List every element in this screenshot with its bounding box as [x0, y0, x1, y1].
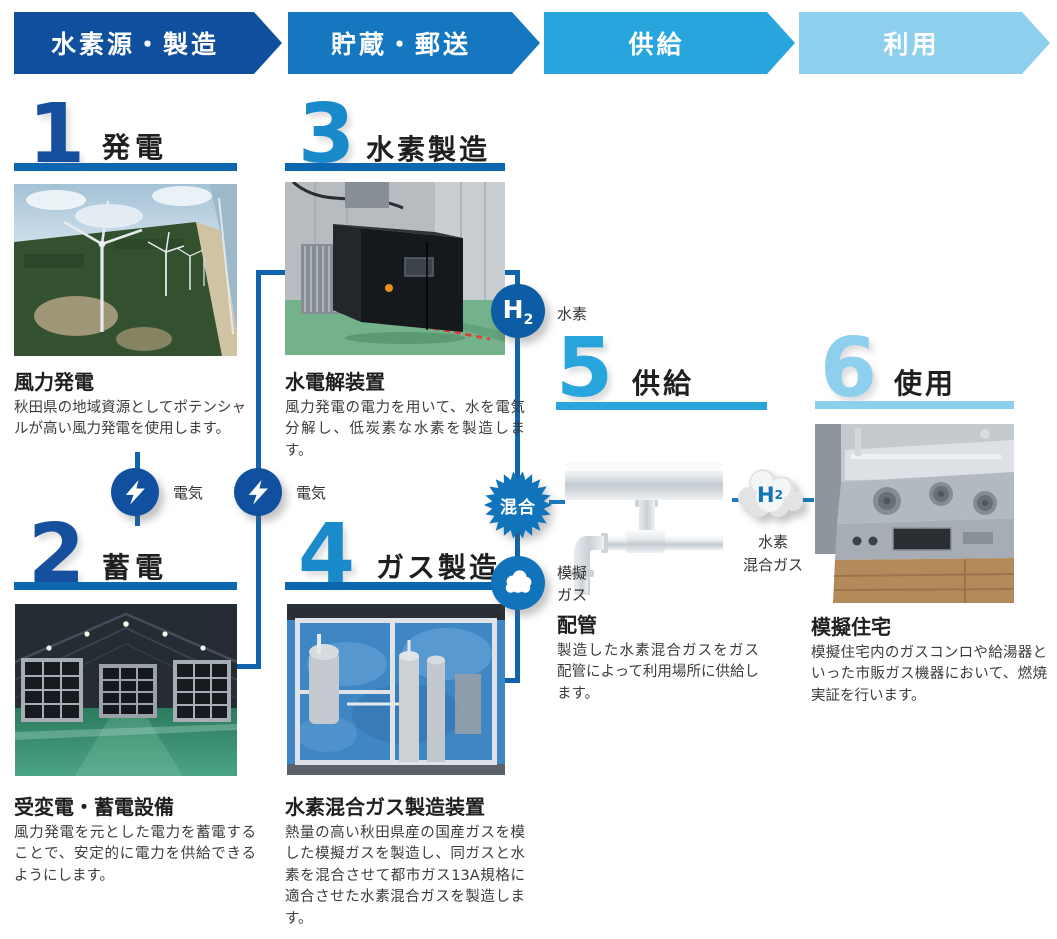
step3-title: 水素製造 [366, 133, 491, 166]
stage-arrow-supply: 供給 [544, 12, 795, 74]
step1-number: 1 [28, 87, 85, 182]
battery-storage-photo [15, 604, 237, 776]
step1-underline [14, 163, 237, 171]
step3-description: 風力発電の電力を用いて、水を電気分解し、低炭素な水素を製造します。 [285, 400, 525, 459]
step6-subtitle: 模擬住宅 [811, 615, 891, 639]
step2-subtitle: 受変電・蓄電設備 [14, 795, 174, 819]
hydrogen-symbol: H2 [502, 294, 534, 328]
step5-description: 製造した水素混合ガスをガス配管によって利用場所に供給します。 [557, 643, 759, 702]
lightning-bolt-icon [248, 479, 268, 505]
cloud-icon [738, 469, 803, 517]
lightning-bolt-icon [125, 479, 145, 505]
connector-step4-in [505, 678, 518, 683]
mixing-label: 混合 [500, 497, 536, 518]
stage-label: 供給 [628, 30, 685, 59]
electricity-badge-1 [111, 468, 159, 516]
step6-title: 使用 [894, 367, 957, 400]
step4-number: 4 [298, 507, 355, 602]
stage-label: 貯蔵・郵送 [330, 30, 471, 59]
step4-description: 熱量の高い秋田県産の国産ガスを模した模擬ガスを製造し、同ガスと水素を混合させて都… [285, 825, 525, 927]
step6-description: 模擬住宅内のガスコンロや給湯器といった市販ガス機器において、燃焼実証を行います。 [811, 645, 1047, 704]
gas-pipe-illustration [560, 452, 730, 597]
step4-subtitle: 水素混合ガス製造装置 [285, 795, 485, 819]
hydrogen-label: 水素 [557, 305, 588, 323]
connector-step3-elbow-top [258, 270, 285, 275]
step3-subtitle: 水電解装置 [285, 370, 385, 394]
connector-cloud-to-house [800, 498, 814, 502]
connector-step2-elbow-bottom [237, 664, 261, 669]
mixed-gas-label: 水素 混合ガス [742, 533, 803, 575]
connector-hydrogen-mixing [515, 270, 520, 683]
step1-title: 発電 [102, 131, 169, 164]
step2-underline [14, 582, 237, 590]
stage-label: 水素源・製造 [50, 30, 219, 59]
step1-description: 秋田県の地域資源としてポテンシャルが高い風力発電を使用します。 [14, 400, 246, 438]
mock-gas-badge [491, 556, 545, 610]
step6-underline [815, 401, 1014, 409]
step2-description: 風力発電を元とした電力を蓄電することで、安定的に電力を供給できるようにします。 [14, 825, 256, 884]
starburst-icon [483, 471, 553, 539]
electricity-label-1: 電気 [173, 484, 204, 502]
stage-arrow-hydrogen-source: 水素源・製造 [14, 12, 282, 74]
step5-title: 供給 [632, 367, 695, 400]
mock-gas-label: 模擬 ガス [557, 564, 588, 604]
stage-arrow-use: 利用 [799, 12, 1050, 74]
connector-step3-out [505, 270, 518, 275]
gas-mixing-plant-photo [287, 604, 505, 775]
stage-arrow-storage-transport: 貯蔵・郵送 [288, 12, 540, 74]
step5-number: 5 [556, 321, 613, 416]
wind-farm-photo [14, 184, 237, 356]
step3-underline [285, 163, 505, 171]
electricity-label-2: 電気 [296, 484, 327, 502]
step5-underline [556, 402, 767, 410]
step6-number: 6 [820, 321, 877, 416]
stage-label: 利用 [883, 30, 940, 59]
step2-number: 2 [28, 507, 85, 602]
step4-title: ガス製造 [376, 551, 501, 584]
connector-mixing-to-pipe [549, 500, 565, 504]
electrolyzer-photo [285, 182, 505, 355]
step1-subtitle: 風力発電 [14, 370, 94, 394]
step5-subtitle: 配管 [557, 613, 597, 637]
step3-number: 3 [298, 87, 355, 182]
electricity-badge-2 [234, 468, 282, 516]
step2-title: 蓄電 [102, 551, 169, 584]
residential-stove-photo [815, 424, 1014, 603]
mixing-badge: 混合 [483, 470, 553, 540]
cloud-icon [505, 570, 532, 593]
hydrogen-badge: H2 [491, 284, 545, 338]
step4-underline [285, 582, 503, 590]
